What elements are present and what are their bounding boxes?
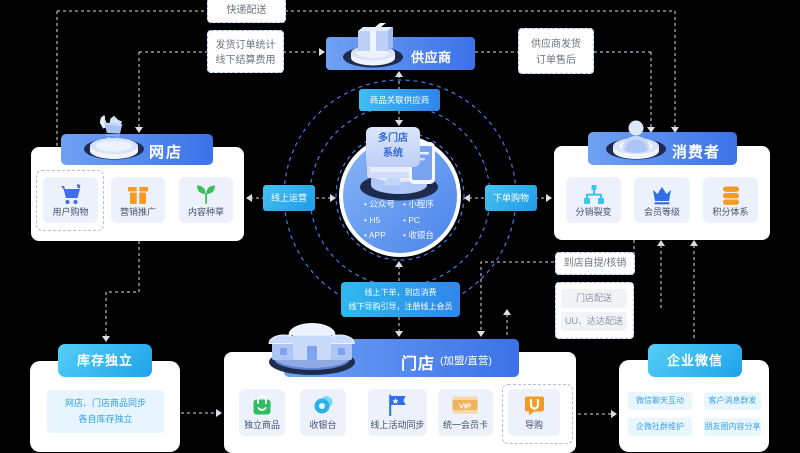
svg-text:VIP: VIP [459,402,471,411]
